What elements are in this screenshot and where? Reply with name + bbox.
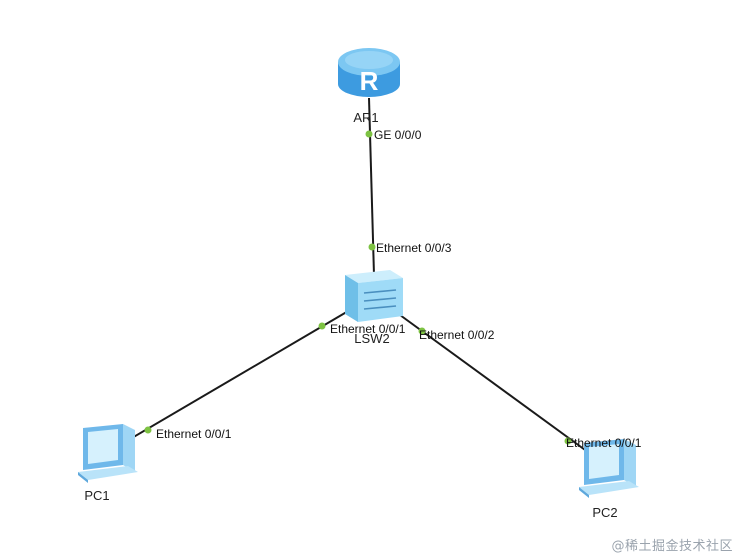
router-icon: R — [338, 48, 400, 97]
port-label-pc2-e001: Ethernet 0/0/1 — [566, 436, 642, 450]
port-dot-ar1-ge000[interactable] — [365, 130, 373, 138]
port-dot-pc1-e001[interactable] — [144, 426, 152, 434]
router-glyph: R — [360, 66, 379, 96]
link-lsw2-pc1[interactable] — [119, 309, 351, 446]
pc1-label: PC1 — [84, 488, 109, 503]
pc-pc2[interactable]: PC2 — [579, 439, 639, 520]
pc-pc1[interactable]: PC1 — [78, 424, 138, 503]
port-label-ar1-ge000: GE 0/0/0 — [374, 128, 422, 142]
watermark: @稀土掘金技术社区 — [611, 539, 733, 554]
port-dot-pc2-e001[interactable] — [564, 437, 572, 445]
port-dot-lsw2-e001[interactable] — [318, 322, 326, 330]
link-lsw2-pc2[interactable] — [399, 314, 593, 456]
port-label-lsw2-e001: Ethernet 0/0/1 — [330, 322, 406, 336]
port-label-lsw2-e003: Ethernet 0/0/3 — [376, 241, 452, 255]
pc2-label: PC2 — [592, 505, 617, 520]
pc-icon — [579, 439, 639, 498]
switch-label: LSW2 — [354, 331, 389, 346]
switch-lsw2[interactable]: LSW2 — [345, 270, 403, 346]
router-label: AR1 — [353, 110, 378, 125]
switch-icon — [345, 270, 403, 322]
port-dot-lsw2-e003[interactable] — [368, 243, 376, 251]
port-label-lsw2-e002: Ethernet 0/0/2 — [419, 328, 495, 342]
router-ar1[interactable]: R AR1 — [338, 48, 400, 125]
port-dot-lsw2-e002[interactable] — [418, 327, 426, 335]
port-label-pc1-e001: Ethernet 0/0/1 — [156, 427, 232, 441]
pc-icon — [78, 424, 138, 483]
